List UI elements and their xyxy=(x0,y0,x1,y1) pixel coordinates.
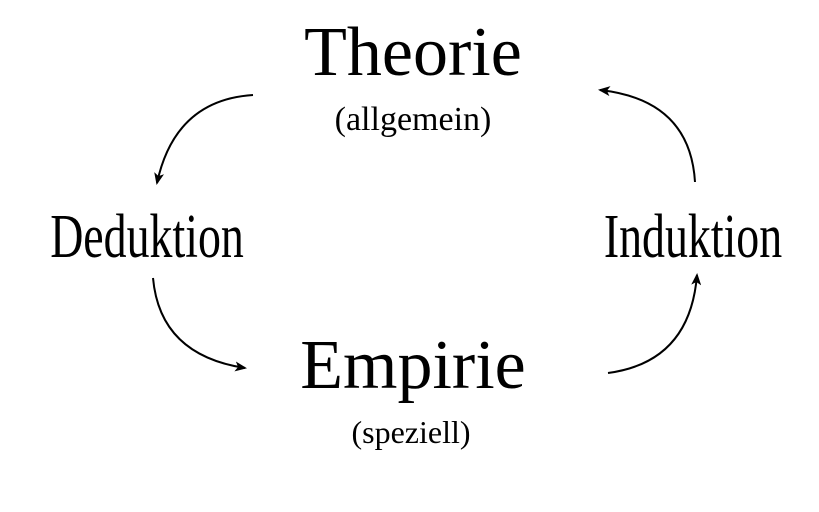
theory-subtitle: (allgemein) xyxy=(335,101,492,138)
induction-label: Induktion xyxy=(604,201,782,270)
arrow-deduction-to-empirics xyxy=(152,277,247,372)
empirics-subtitle: (speziell) xyxy=(351,414,470,450)
theory-title: Theorie xyxy=(304,14,522,91)
deduction-label: Deduktion xyxy=(50,201,244,270)
arrow-induction-to-theory xyxy=(598,86,696,183)
arrow-theory-to-deduction xyxy=(154,94,254,185)
empirics-title: Empirie xyxy=(300,327,525,404)
arrow-empirics-to-induction xyxy=(607,273,702,374)
